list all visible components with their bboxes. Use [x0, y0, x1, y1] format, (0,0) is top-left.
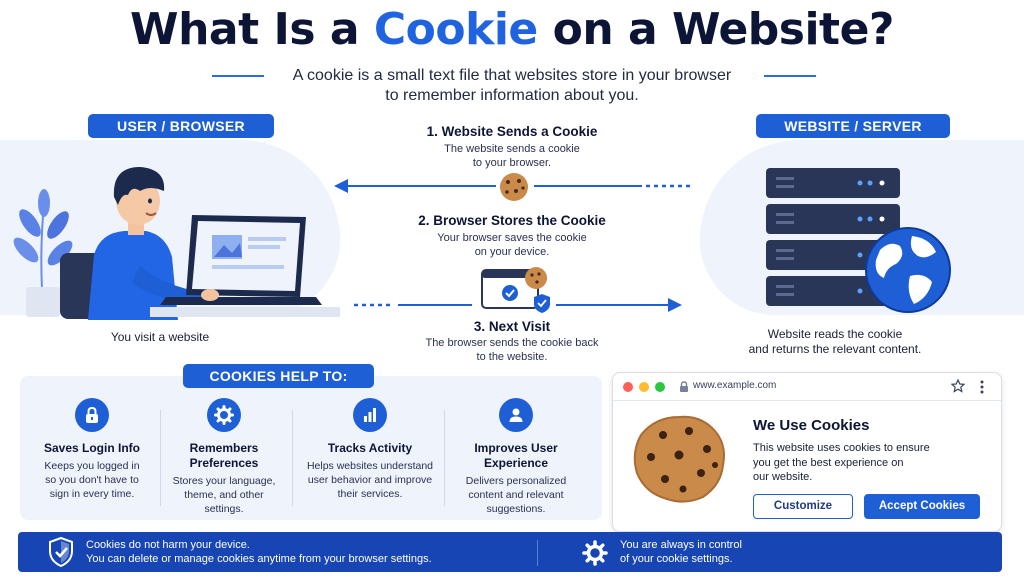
bar-chart-icon	[353, 398, 387, 432]
title-part-1: What Is a	[130, 4, 374, 55]
user-icon	[499, 398, 533, 432]
server-caption: Website reads the cookie and returns the…	[728, 327, 942, 357]
help-divider-1	[160, 410, 161, 506]
window-maximize-dot[interactable]	[655, 382, 665, 392]
server-globe-illustration	[766, 168, 951, 313]
user-caption: You visit a website	[110, 330, 210, 344]
footer-right-text: You are always in control of your cookie…	[620, 538, 920, 566]
page-title: What Is a Cookie on a Website?	[0, 4, 1024, 55]
help-divider-2	[292, 410, 293, 506]
subtitle-line-2: to remember information about you.	[385, 87, 639, 104]
plant-icon	[13, 189, 73, 317]
footer-left-line-1: Cookies do not harm your device.	[86, 539, 250, 551]
step-1-text-line-2: to your browser.	[472, 156, 552, 169]
help-divider-3	[444, 410, 445, 506]
step-2-title: 2. Browser Stores the Cookie	[418, 213, 606, 228]
help-item-activity: Tracks Activity Helps websites understan…	[296, 398, 444, 501]
padlock-icon	[680, 381, 688, 392]
step-1-text-line-1: The website sends a cookie	[444, 143, 580, 155]
send-cookie-arrow	[334, 173, 690, 201]
footer-left-text: Cookies do not harm your device. You can…	[86, 538, 526, 566]
step-2-text-line-1: Your browser saves the cookie	[437, 232, 587, 244]
server-caption-line-1: Website reads the cookie	[767, 327, 903, 341]
big-cookie-icon	[633, 415, 725, 503]
title-part-2: on a Website?	[537, 4, 895, 55]
footer-right-line-2: of your cookie settings.	[620, 553, 733, 565]
subtitle-rule-left	[212, 75, 264, 77]
step-1: 1. Website Sends a Cookie The website se…	[400, 124, 624, 170]
cookie-banner-text: This website uses cookies to ensure you …	[753, 442, 930, 483]
globe-icon	[865, 227, 951, 313]
cookie-consent-browser-mockup: www.example.com We Use Cookies This webs…	[612, 372, 1002, 532]
footer-left-line-2: You can delete or manage cookies anytime…	[86, 553, 432, 565]
cookie-banner-title: We Use Cookies	[753, 417, 870, 434]
customize-button[interactable]: Customize	[753, 494, 853, 519]
settings-gear-icon	[582, 540, 608, 566]
server-caption-line-2: and returns the relevant content.	[748, 342, 922, 356]
step-2-text-line-2: on your device.	[474, 245, 550, 258]
step-3-title: 3. Next Visit	[473, 319, 551, 334]
browser-toolbar: www.example.com	[613, 373, 1001, 401]
star-icon[interactable]	[951, 379, 965, 393]
cookies-help-panel	[20, 376, 602, 520]
step-2: 2. Browser Stores the Cookie Your browse…	[400, 213, 624, 259]
browser-storage-icon	[481, 267, 550, 313]
user-with-laptop-illustration	[13, 167, 340, 320]
step-3-text-line-1: The browser sends the cookie back	[425, 337, 599, 349]
cookies-help-label: COOKIES HELP TO:	[183, 364, 374, 388]
step-1-title: 1. Website Sends a Cookie	[426, 124, 598, 139]
cookie-icon	[500, 173, 528, 201]
help-item-login-title: Saves Login Info	[43, 441, 140, 455]
step-3: 3. Next Visit The browser sends the cook…	[400, 319, 624, 364]
shield-check-icon	[49, 536, 73, 568]
subtitle-line-1: A cookie is a small text file that websi…	[292, 67, 732, 84]
next-visit-arrow	[354, 298, 682, 312]
gear-icon	[207, 398, 241, 432]
footer-banner	[18, 532, 1002, 572]
address-bar[interactable]: www.example.com	[693, 380, 777, 391]
subtitle-rule-right	[764, 75, 816, 77]
window-minimize-dot[interactable]	[639, 382, 649, 392]
more-menu-icon[interactable]	[979, 379, 985, 395]
website-server-label: WEBSITE / SERVER	[756, 114, 950, 138]
subtitle: A cookie is a small text file that websi…	[0, 66, 1024, 106]
footer-right-line-1: You are always in control	[620, 539, 742, 551]
accept-cookies-button[interactable]: Accept Cookies	[864, 494, 980, 519]
lock-icon	[75, 398, 109, 432]
step-3-text-line-2: to the website.	[476, 350, 548, 363]
title-highlight: Cookie	[373, 4, 538, 55]
user-browser-label: USER / BROWSER	[88, 114, 274, 138]
window-close-dot[interactable]	[623, 382, 633, 392]
footer-divider	[537, 540, 538, 566]
help-item-activity-title: Tracks Activity	[327, 441, 413, 455]
